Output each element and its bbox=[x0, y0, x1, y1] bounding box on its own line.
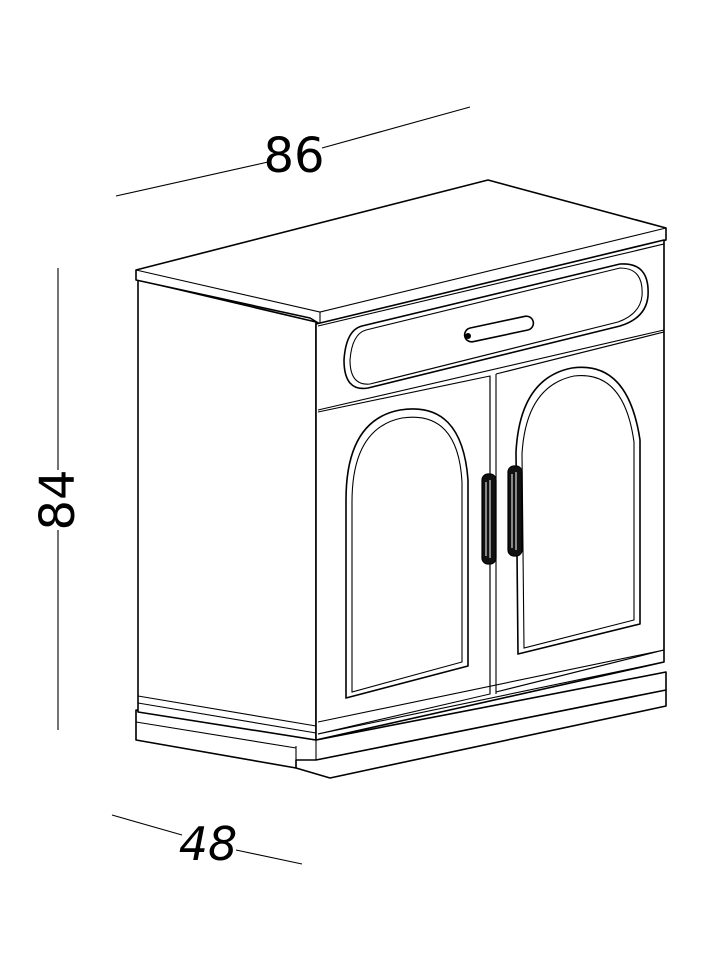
base-plinth-front-line bbox=[315, 689, 667, 761]
left-door-arch-panel bbox=[345, 408, 469, 699]
right-door-arch-panel-inner bbox=[521, 375, 635, 649]
base-plinth-front-bottom bbox=[295, 689, 667, 779]
drawer-recessed-panel-inner bbox=[349, 267, 643, 385]
cabinet-top-edge bbox=[135, 227, 667, 324]
drawer-handle-knob bbox=[465, 333, 471, 339]
left-door-handle[interactable] bbox=[481, 473, 497, 565]
depth-dimension-label: 48 bbox=[179, 817, 238, 871]
drawer-front bbox=[317, 243, 665, 411]
height-dimension-label: 84 bbox=[30, 469, 86, 530]
base-plinth-edge bbox=[135, 710, 317, 768]
width-dimension-line-left bbox=[115, 161, 269, 197]
depth-dimension-line-right bbox=[235, 849, 303, 865]
depth-dimension: 48 bbox=[111, 814, 303, 871]
drawer-handle-bar[interactable] bbox=[463, 315, 535, 343]
right-door[interactable] bbox=[495, 331, 665, 693]
drawer-handle[interactable] bbox=[463, 315, 535, 343]
side-panel-bottom-trim bbox=[137, 695, 317, 734]
left-door[interactable] bbox=[317, 375, 497, 735]
side-panel bbox=[137, 279, 317, 741]
left-door-handle-grooves bbox=[485, 480, 491, 558]
depth-dimension-line-left bbox=[111, 814, 183, 836]
left-door-arch-panel-inner bbox=[351, 416, 463, 693]
right-door-outline bbox=[495, 331, 665, 693]
front-bottom-rail bbox=[317, 649, 665, 735]
height-dimension: 84 bbox=[30, 268, 86, 730]
cabinet bbox=[135, 179, 667, 779]
width-dimension-line-right bbox=[321, 106, 471, 149]
right-door-handle-grooves bbox=[511, 472, 517, 550]
drawer-recessed-panel bbox=[343, 263, 649, 390]
width-dimension-label: 86 bbox=[263, 128, 324, 184]
right-door-arch-panel bbox=[515, 366, 641, 655]
width-dimension: 86 bbox=[115, 106, 471, 197]
right-door-handle[interactable] bbox=[507, 465, 523, 557]
